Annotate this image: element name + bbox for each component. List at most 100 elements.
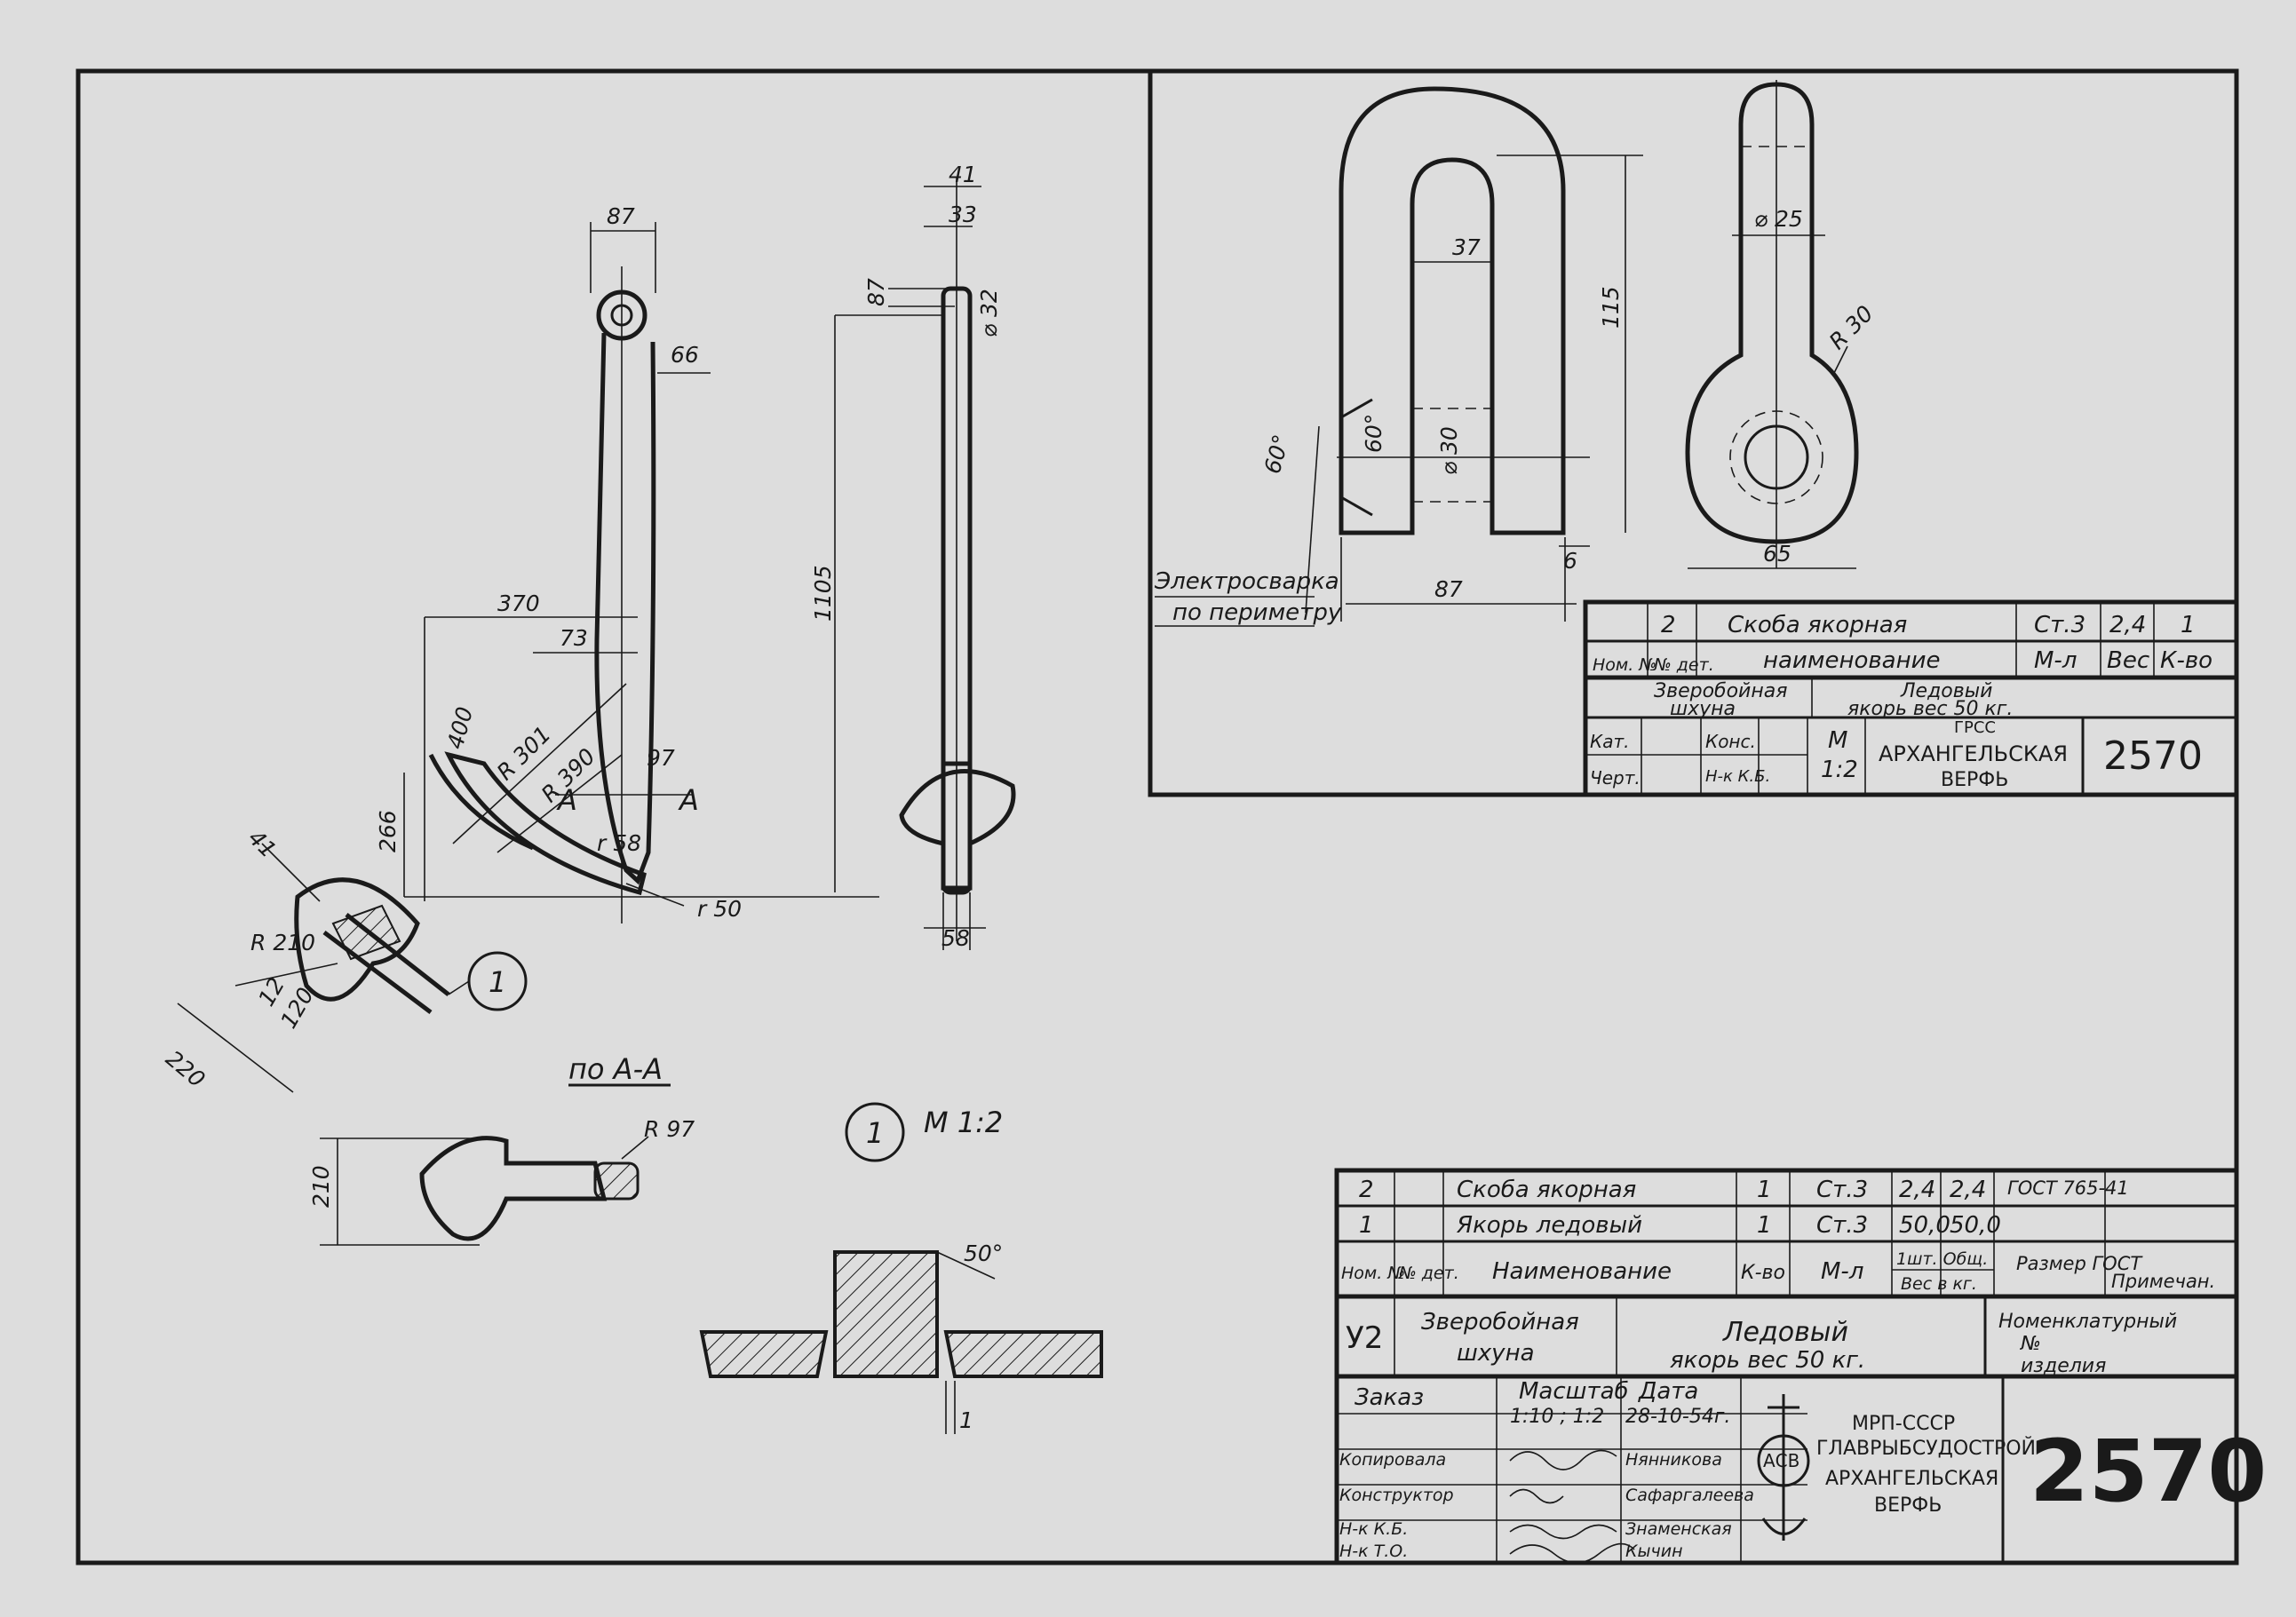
shackle-pin-view <box>1685 80 1859 569</box>
spec-date-value: 28-10-54г. <box>1625 1406 1730 1428</box>
dim-r50: r 50 <box>697 896 742 922</box>
dim-1105: 1105 <box>810 565 836 622</box>
spec-header-weight-unit: Вес в кг. <box>1901 1274 1977 1294</box>
shackle-org-grss: ГРСС <box>1954 718 1996 737</box>
shackle-row-material: Ст.3 <box>2034 612 2085 638</box>
spec-row1-det: 2 <box>1359 1177 1374 1203</box>
anchor-side-view <box>403 222 879 923</box>
spec-date-label: Дата <box>1638 1378 1698 1405</box>
shackle-role-kat: Кат. <box>1590 731 1629 752</box>
spec-row1-gost: ГОСТ 765-41 <box>2007 1177 2129 1199</box>
dim-33: 33 <box>949 202 977 227</box>
spec-row1-name: Скоба якорная <box>1457 1177 1636 1203</box>
spec-header-note: Примечан. <box>2111 1271 2215 1292</box>
shackle-row-weight: 2,4 <box>2109 612 2146 638</box>
spec-header-qty: К-во <box>1741 1262 1785 1284</box>
dim-65: 65 <box>1763 541 1792 567</box>
shackle-header-material: М-л <box>2034 647 2077 674</box>
spec-header-material: М-л <box>1821 1258 1863 1285</box>
shackle-header-nom: Ном. № <box>1593 655 1656 675</box>
section-mark-a-right: A <box>678 783 699 817</box>
dim-dia30: ⌀ 30 <box>1436 426 1462 475</box>
spec-row1-unit-weight: 2,4 <box>1899 1177 1935 1203</box>
spec-name-1: Нянникова <box>1625 1450 1722 1470</box>
dim-66: 66 <box>671 342 699 368</box>
shackle-project-line2: шхуна <box>1670 698 1736 720</box>
detail-1-scale: М 1:2 <box>924 1106 1003 1139</box>
spec-header-nom: Ном. № <box>1341 1264 1405 1283</box>
dim-6: 6 <box>1563 548 1577 574</box>
spec-name-2: Сафаргалеева <box>1625 1486 1754 1505</box>
signature-1 <box>1509 1449 1617 1470</box>
dim-dia25: ⌀ 25 <box>1754 206 1803 232</box>
dim-210: 210 <box>308 1165 334 1208</box>
spec-project-line2: шхуна <box>1457 1340 1535 1367</box>
spec-nomenclature-line1: Номенклатурный <box>1998 1311 2177 1333</box>
shackle-role-kons: Конс. <box>1705 731 1756 752</box>
spec-name-4: Кычин <box>1625 1542 1683 1561</box>
shackle-role-nkkb: Н-к К.Б. <box>1705 767 1770 786</box>
spec-role-nkto: Н-к Т.О. <box>1339 1542 1408 1561</box>
dim-87-front: 87 <box>863 278 889 306</box>
callout-1: 1 <box>489 965 506 999</box>
spec-name-3: Знаменская <box>1625 1519 1732 1539</box>
shackle-scale-label: М <box>1828 727 1847 754</box>
spec-role-copy: Копировала <box>1339 1450 1446 1470</box>
spec-org-line4: ВЕРФЬ <box>1874 1494 1942 1517</box>
shackle-role-chert: Черт. <box>1590 767 1641 789</box>
signature-2 <box>1509 1488 1564 1504</box>
dim-115: 115 <box>1598 286 1624 329</box>
shackle-org-line2: ВЕРФЬ <box>1941 769 2008 791</box>
signature-4 <box>1509 1542 1635 1564</box>
spec-title-line2: якорь вес 50 кг. <box>1670 1347 1865 1374</box>
shackle-title-line1: Ледовый <box>1900 680 1992 702</box>
signature-3 <box>1509 1524 1617 1540</box>
anchor-top-view <box>177 843 528 1093</box>
dim-87: 87 <box>607 203 635 229</box>
dim-1: 1 <box>959 1407 973 1433</box>
spec-org-line2: ГЛАВРЫБСУДОСТРОЙ <box>1816 1437 2036 1460</box>
shackle-header-weight: Вес <box>2107 647 2149 674</box>
shackle-scale-value: 1:2 <box>1821 757 1858 783</box>
spec-role-nkkb: Н-к К.Б. <box>1339 1519 1408 1539</box>
spec-row2-unit-weight: 50,0 <box>1899 1212 1950 1239</box>
section-a-a-view <box>320 1136 649 1246</box>
spec-org-line1: МРП-СССР <box>1852 1413 1955 1435</box>
dim-97: 97 <box>647 745 675 771</box>
spec-scale-label: Масштаб <box>1519 1378 1629 1405</box>
dim-60deg-inner: 60° <box>1361 414 1386 453</box>
spec-org-line3: АРХАНГЕЛЬСКАЯ <box>1825 1468 1998 1490</box>
logo-text: АСВ <box>1763 1450 1799 1471</box>
spec-order-label: Заказ <box>1355 1384 1424 1411</box>
dim-87-shackle: 87 <box>1434 576 1463 602</box>
spec-scale-value: 1:10 ; 1:2 <box>1510 1406 1604 1428</box>
detail-1-view <box>699 1250 1103 1434</box>
shackle-org-line1: АРХАНГЕЛЬСКАЯ <box>1879 741 2068 766</box>
shackle-row-qty: 1 <box>2181 612 2196 638</box>
spec-row2-det: 1 <box>1359 1212 1374 1239</box>
dim-dia32: ⌀ 32 <box>976 289 1002 337</box>
spec-nomenclature-line3: изделия <box>2021 1355 2106 1377</box>
spec-code: У2 <box>1346 1320 1383 1356</box>
dim-73: 73 <box>560 625 588 651</box>
anchor-front-view <box>834 178 1016 950</box>
spec-table <box>1334 1168 2239 1565</box>
detail-1-circle <box>845 1102 905 1162</box>
weld-note-line2: по периметру <box>1172 599 1342 626</box>
spec-nomenclature-line2: № <box>2020 1333 2041 1355</box>
dim-41: 41 <box>949 162 977 187</box>
shackle-row-name: Скоба якорная <box>1728 612 1907 638</box>
shackle-side-view <box>1305 86 1643 622</box>
shackle-title-line2: якорь вес 50 кг. <box>1847 698 2013 720</box>
spec-row1-material: Ст.3 <box>1816 1177 1868 1203</box>
shackle-project-line1: Зверобойная <box>1654 680 1787 702</box>
dim-r97: R 97 <box>644 1116 695 1142</box>
anchor-logo <box>1757 1394 1810 1541</box>
dim-r210: R 210 <box>250 930 315 955</box>
shackle-header-det: № дет. <box>1653 655 1714 675</box>
spec-row1-total-weight: 2,4 <box>1950 1177 1986 1203</box>
shackle-header-qty: К-во <box>2160 647 2213 674</box>
spec-row1-qty: 1 <box>1757 1177 1772 1203</box>
spec-header-gost: Размер ГОСТ <box>2016 1253 2143 1274</box>
